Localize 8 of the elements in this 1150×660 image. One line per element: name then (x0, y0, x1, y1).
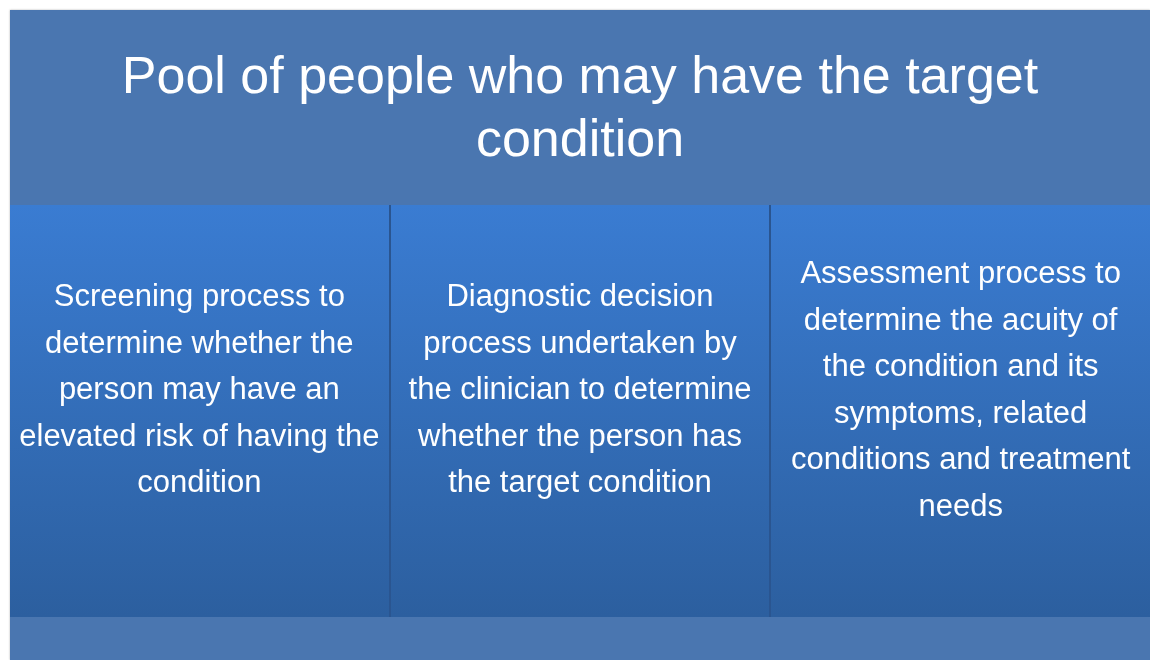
process-text: Screening process to determine whether the person may have an elevated risk of having the condition (18, 277, 381, 501)
process-column (10, 205, 389, 617)
process-text: Diagnostic decision process undertaken by the clinician to determine whether the person has the target condition (407, 277, 753, 501)
process-text: Assessment process to determine the acuity of the condition and its symptoms, related conditions and treatment needs (789, 254, 1132, 525)
process-column (769, 205, 1150, 617)
panel-background (10, 10, 1150, 660)
process-column (388, 205, 770, 617)
title-text: Pool of people who may have the target condition (120, 45, 1040, 169)
